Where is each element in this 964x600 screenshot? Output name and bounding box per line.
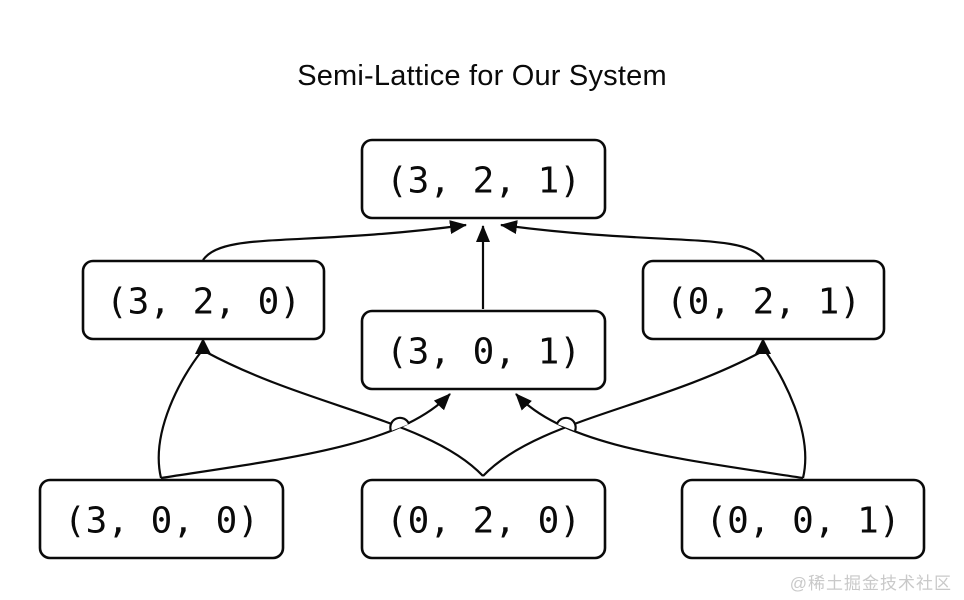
node-021-box [641,259,886,341]
node-300: (3, 0, 0) [38,478,285,560]
node-021: (0, 2, 1) [641,259,886,341]
node-001-label: (0, 0, 1) [705,501,900,542]
node-020: (0, 2, 0) [360,478,607,560]
node-321: (3, 2, 1) [360,138,607,220]
line-jump-right [555,416,577,432]
edge-300-to-301 [160,393,451,480]
node-321-label: (3, 2, 1) [386,161,581,202]
watermark: @稀土掘金技术社区 [789,574,952,593]
node-320-box [81,259,326,341]
edge-320-to-321 [202,220,467,261]
node-301-box [360,309,607,391]
arrowhead-into-320 [195,338,211,354]
node-021-label: (0, 2, 1) [666,282,861,323]
node-020-label: (0, 2, 0) [386,501,581,542]
edge-300-to-320 [157,351,202,479]
node-321-box [360,138,607,220]
edge-020-to-320 [205,351,484,477]
node-301-label: (3, 0, 1) [386,332,581,373]
node-001: (0, 0, 1) [680,478,926,560]
node-300-label: (3, 0, 0) [64,501,259,542]
arrowhead-into-021 [755,338,771,354]
node-301: (3, 0, 1) [360,309,607,391]
node-320: (3, 2, 0) [81,259,326,341]
edge-020-to-021 [482,351,762,477]
node-020-box [360,478,607,560]
edge-001-to-021 [765,351,807,479]
edge-001-to-301 [515,393,804,480]
page-title: Semi-Lattice for Our System [297,60,667,92]
edge-021-to-321 [500,220,765,261]
node-320-label: (3, 2, 0) [106,282,301,323]
node-001-box [680,478,926,560]
line-jump-left [389,416,411,432]
node-300-box [38,478,285,560]
